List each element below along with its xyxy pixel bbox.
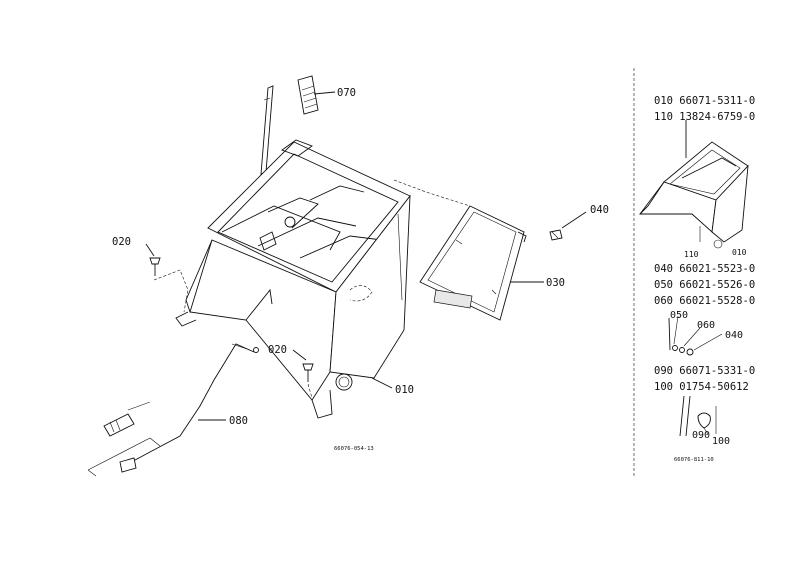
main-drawing-code: 66076-054-13 [334, 446, 374, 452]
parts-panel: 010 66071-5311-0 110 13824-6759-0 110 01… [639, 95, 755, 463]
part-030-cover [419, 205, 544, 321]
inset-clip-screw [679, 395, 717, 437]
part-row-040: 040 66021-5523-0 [654, 263, 755, 275]
lift-rod [260, 85, 274, 175]
callout-020-bottom: 020 [268, 344, 287, 356]
callout-020-left: 020 [112, 236, 131, 248]
inset-callout-100: 100 [712, 436, 730, 447]
part-020-bolt-left [145, 243, 189, 313]
inset-fasteners [668, 315, 723, 356]
part-row-050: 050 66021-5526-0 [654, 279, 755, 291]
part-080-cable [87, 343, 259, 477]
part-070-grip [297, 75, 336, 115]
inset-callout-110: 110 [684, 250, 699, 259]
cover-alignment-line [393, 179, 471, 207]
callout-070: 070 [337, 87, 356, 99]
inset-grass-bag [639, 120, 749, 249]
inset-callout-010: 010 [732, 248, 747, 257]
part-020-bolt-bottom [292, 349, 314, 399]
inset-callout-090: 090 [692, 430, 710, 441]
inset-callout-040: 040 [725, 330, 743, 341]
callout-030: 030 [546, 277, 565, 289]
part-row-090: 090 66071-5331-0 [654, 365, 755, 377]
part-row-060: 060 66021-5528-0 [654, 295, 755, 307]
panel-drawing-code: 66076-811-10 [674, 457, 714, 463]
part-row-110: 110 13824-6759-0 [654, 111, 755, 123]
main-exploded-view: 070 010 [87, 75, 609, 477]
part-040-bolt [549, 211, 587, 241]
part-010-grass-bag [175, 139, 411, 419]
inset-callout-050: 050 [670, 310, 688, 321]
callout-080: 080 [229, 415, 248, 427]
part-row-010: 010 66071-5311-0 [654, 95, 755, 107]
part-row-100: 100 01754-50612 [654, 381, 749, 393]
inset-callout-060: 060 [697, 320, 715, 331]
callout-040: 040 [590, 204, 609, 216]
callout-010: 010 [395, 384, 414, 396]
